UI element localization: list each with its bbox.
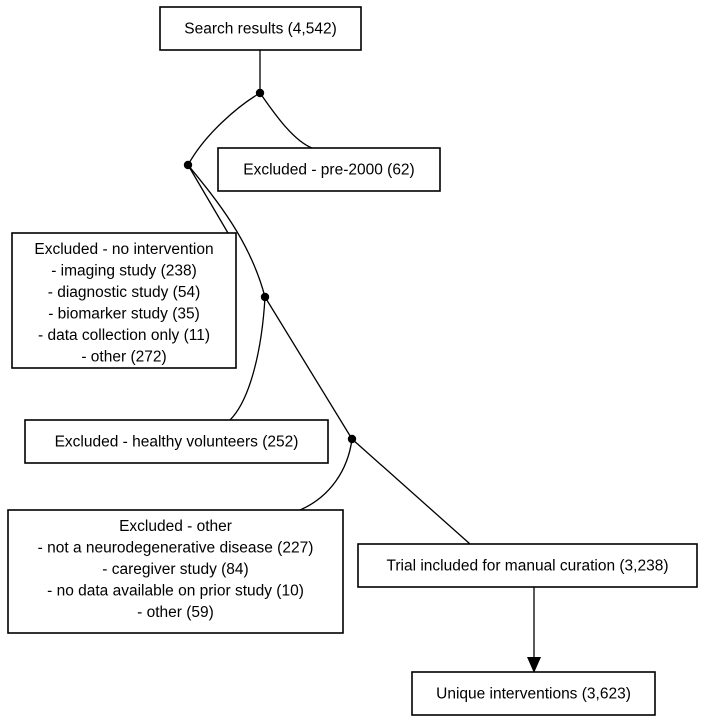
node-unique-interventions[interactable]: Unique interventions (3,623) bbox=[411, 671, 656, 716]
edge-junction3-to-junction4 bbox=[264, 296, 353, 440]
node-excluded-pre-2000[interactable]: Excluded - pre-2000 (62) bbox=[217, 147, 441, 192]
node-excluded-healthy-volunteers-box bbox=[24, 419, 329, 464]
edge-junction2-to-junction3 bbox=[187, 164, 266, 298]
arrow-head-icon bbox=[527, 657, 541, 673]
node-unique-interventions-box bbox=[411, 671, 656, 716]
node-excluded-other-box bbox=[7, 509, 344, 634]
node-trial-included-label: Trial included for manual curation (3,23… bbox=[386, 558, 668, 575]
node-search-results-box bbox=[159, 6, 362, 51]
node-excluded-no-intervention[interactable]: Excluded - no intervention- imaging stud… bbox=[11, 232, 237, 369]
node-unique-interventions-label: Unique interventions (3,623) bbox=[436, 686, 631, 703]
node-excluded-no-intervention-label: Excluded - no intervention- imaging stud… bbox=[34, 241, 213, 366]
edge-junction4-to-excluded-other bbox=[299, 438, 353, 511]
junction-dot-1 bbox=[255, 88, 265, 98]
node-excluded-pre-2000-box bbox=[217, 147, 441, 192]
node-excluded-other-label: Excluded - other- not a neurodegenerativ… bbox=[38, 518, 314, 621]
junction-dot-3 bbox=[260, 292, 270, 302]
node-trial-included[interactable]: Trial included for manual curation (3,23… bbox=[357, 543, 698, 588]
node-excluded-healthy-volunteers-label: Excluded - healthy volunteers (252) bbox=[55, 434, 299, 451]
node-excluded-no-intervention-box bbox=[11, 232, 237, 369]
node-excluded-pre-2000-label: Excluded - pre-2000 (62) bbox=[243, 162, 414, 179]
junction-dot-4 bbox=[347, 434, 357, 444]
node-excluded-other[interactable]: Excluded - other- not a neurodegenerativ… bbox=[7, 509, 344, 634]
edge-junction3-to-healthy-volunteers bbox=[229, 296, 266, 421]
junction-dot-2 bbox=[183, 160, 193, 170]
edge-junction4-to-trial-included bbox=[351, 438, 471, 545]
junction-layer bbox=[183, 88, 357, 444]
node-search-results-label: Search results (4,542) bbox=[184, 21, 337, 38]
node-excluded-healthy-volunteers[interactable]: Excluded - healthy volunteers (252) bbox=[24, 419, 329, 464]
edge-junction2-to-no-intervention bbox=[187, 164, 229, 234]
edge-junction1-to-pre2000 bbox=[259, 92, 313, 149]
node-trial-included-box bbox=[357, 543, 698, 588]
edge-junction1-to-junction2 bbox=[187, 92, 261, 166]
node-search-results[interactable]: Search results (4,542) bbox=[159, 6, 362, 51]
connector-layer bbox=[187, 50, 541, 673]
